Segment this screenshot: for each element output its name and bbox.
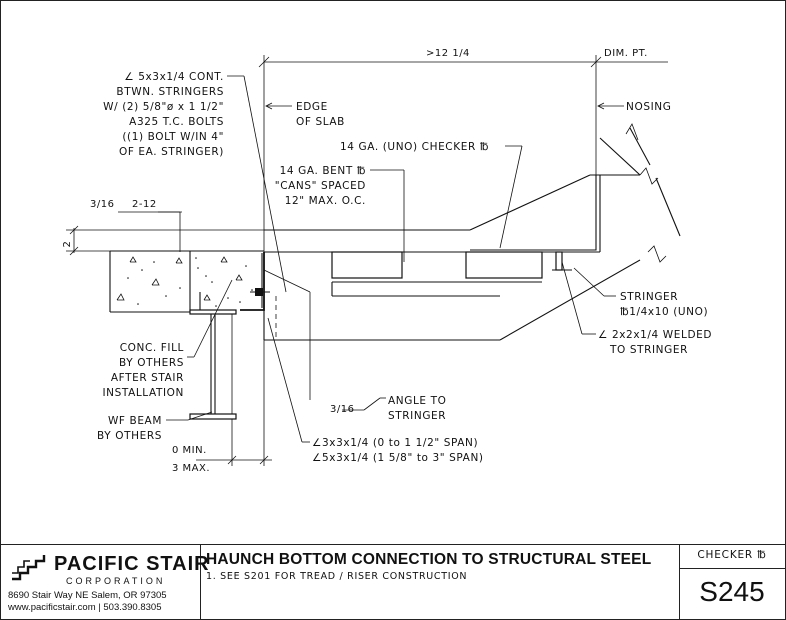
callout-angle-to-stringer-2: STRINGER bbox=[388, 410, 446, 422]
callout-angle-cont-2: BTWN. STRINGERS bbox=[116, 86, 224, 98]
title-block-divider-type bbox=[679, 568, 786, 569]
detail-drawing: >12 1/4 DIM. PT. 2 3/16 2-12 3/16 0 MIN.… bbox=[62, 48, 712, 474]
callout-angle-cont-4: A325 T.C. BOLTS bbox=[129, 116, 224, 128]
title-block-divider-right bbox=[679, 544, 680, 620]
callout-wf-beam-1: WF BEAM bbox=[108, 415, 162, 427]
weld-top-spec: 2-12 bbox=[132, 199, 157, 210]
title-block-divider-left bbox=[200, 544, 201, 620]
callout-wf-beam-2: BY OTHERS bbox=[97, 430, 162, 442]
callout-angle-span-2: ∠5x3x1/4 (1 5/8" to 3" SPAN) bbox=[312, 452, 484, 464]
company-logo: PACIFIC STAIR CORPORATION bbox=[8, 551, 209, 615]
dimension-text: >12 1/4 DIM. PT. 2 3/16 2-12 3/16 0 MIN.… bbox=[62, 48, 648, 474]
company-name: PACIFIC STAIR bbox=[54, 553, 210, 575]
title-block-top-rule bbox=[0, 544, 786, 545]
callout-conc-fill-4: INSTALLATION bbox=[102, 387, 184, 399]
callout-angle-cont-3: W/ (2) 5/8"ø x 1 1/2" bbox=[103, 101, 224, 113]
drawing-title: HAUNCH BOTTOM CONNECTION TO STRUCTURAL S… bbox=[206, 551, 652, 568]
sheet-number: S245 bbox=[699, 576, 765, 607]
callout-checker-plate: 14 GA. (UNO) CHECKER ℔ bbox=[340, 141, 489, 153]
callout-conc-fill-3: AFTER STAIR bbox=[111, 372, 184, 384]
callout-angle-cont-6: OF EA. STRINGER) bbox=[119, 146, 224, 158]
callout-stringer-2: ℔1/4x10 (UNO) bbox=[620, 306, 708, 318]
callout-stringer-1: STRINGER bbox=[620, 291, 678, 303]
callout-angle-cont-5: ((1) BOLT W/IN 4" bbox=[122, 131, 224, 143]
weld-top-size: 3/16 bbox=[90, 199, 114, 210]
company-address-block: 8690 Stair Way NE Salem, OR 97305 www.pa… bbox=[8, 590, 167, 614]
callout-angle-span-1: ∠3x3x1/4 (0 to 1 1/2" SPAN) bbox=[312, 437, 478, 449]
callout-bent-plate-2: "CANS" SPACED bbox=[275, 180, 366, 192]
callout-angle-cont-1: ∠ 5x3x1/4 CONT. bbox=[124, 71, 224, 83]
dim-top-span: >12 1/4 bbox=[426, 48, 470, 59]
dim-slab-thickness: 2 bbox=[62, 241, 73, 248]
drawing-type: CHECKER ℔ bbox=[697, 549, 767, 561]
callout-bent-plate-1: 14 GA. BENT ℔ bbox=[280, 165, 366, 177]
drawing-note: 1. SEE S201 FOR TREAD / RISER CONSTRUCTI… bbox=[206, 571, 468, 582]
concrete-slab bbox=[109, 250, 264, 313]
leader-lines bbox=[118, 75, 616, 443]
company-contact: www.pacificstair.com | 503.390.8305 bbox=[8, 602, 162, 613]
wf-beam bbox=[189, 292, 237, 420]
stair-logo-icon bbox=[12, 555, 46, 581]
company-sub: CORPORATION bbox=[66, 576, 166, 586]
continuous-angle bbox=[240, 252, 270, 311]
callout-nosing: NOSING bbox=[626, 101, 671, 113]
callout-edge-of-slab-1: EDGE bbox=[296, 101, 328, 113]
callout-conc-fill-1: CONC. FILL bbox=[120, 342, 184, 354]
stair-stringer bbox=[263, 123, 681, 341]
callout-text: ∠ 5x3x1/4 CONT. BTWN. STRINGERS W/ (2) 5… bbox=[97, 71, 712, 464]
callout-conc-fill-2: BY OTHERS bbox=[119, 357, 184, 369]
weld-bottom-size: 3/16 bbox=[330, 404, 354, 415]
callout-bent-plate-3: 12" MAX. O.C. bbox=[285, 195, 366, 207]
company-address: 8690 Stair Way NE Salem, OR 97305 bbox=[8, 590, 167, 601]
callout-angle-to-stringer-1: ANGLE TO bbox=[388, 395, 446, 407]
dim-max-gap: 3 MAX. bbox=[172, 463, 210, 474]
callout-angle-welded-1: ∠ 2x2x1/4 WELDED bbox=[598, 329, 712, 341]
callout-angle-welded-2: TO STRINGER bbox=[609, 344, 688, 356]
callout-edge-of-slab-2: OF SLAB bbox=[296, 116, 345, 128]
dim-min-gap: 0 MIN. bbox=[172, 445, 207, 456]
dim-pt-label: DIM. PT. bbox=[604, 48, 648, 59]
